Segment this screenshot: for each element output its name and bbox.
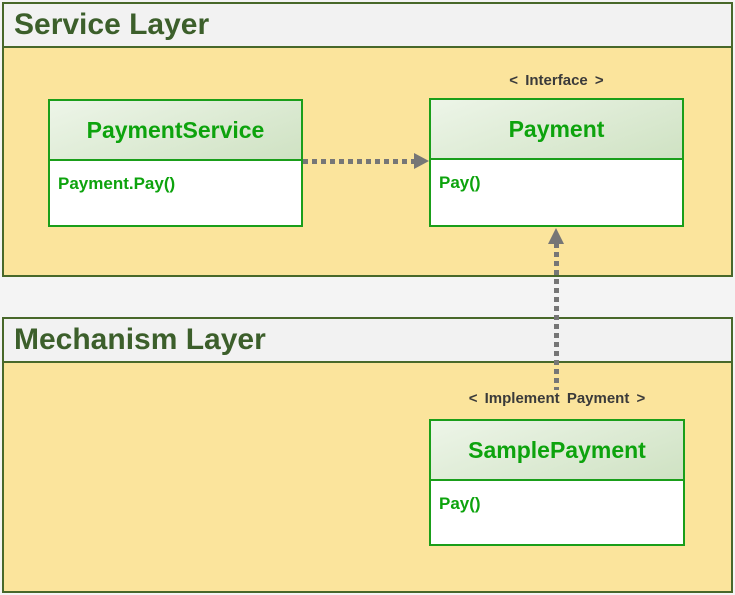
- class-samplepayment-header: SamplePayment: [431, 421, 683, 481]
- arrowhead-up-icon: [548, 228, 564, 244]
- class-samplepayment: SamplePayment Pay(): [429, 419, 685, 546]
- class-payment-body: Pay(): [431, 160, 682, 225]
- class-samplepayment-member: Pay(): [439, 494, 481, 513]
- class-payment: Payment Pay(): [429, 98, 684, 227]
- layer-service-header: Service Layer: [4, 4, 731, 48]
- class-payment-title: Payment: [508, 115, 605, 142]
- dependency-arrow-paymentservice-to-payment: [303, 153, 429, 169]
- class-samplepayment-title: SamplePayment: [468, 436, 646, 463]
- class-paymentservice-member: Payment.Pay(): [58, 174, 176, 193]
- class-paymentservice: PaymentService Payment.Pay(): [48, 99, 303, 227]
- layer-mechanism-title: Mechanism Layer: [14, 323, 266, 356]
- dotted-line: [303, 159, 416, 164]
- realization-arrow-samplepayment-to-payment: [548, 228, 565, 392]
- class-payment-member: Pay(): [439, 173, 481, 192]
- class-samplepayment-body: Pay(): [431, 481, 683, 544]
- stereotype-interface-label: < Interface >: [509, 72, 604, 89]
- class-paymentservice-body: Payment.Pay(): [50, 161, 301, 225]
- stereotype-implement-payment-label: < Implement Payment >: [468, 390, 646, 407]
- class-paymentservice-title: PaymentService: [86, 116, 265, 143]
- layer-service-title: Service Layer: [14, 8, 210, 41]
- dotted-line: [554, 243, 559, 390]
- layer-mechanism-header: Mechanism Layer: [4, 319, 731, 363]
- arrowhead-right-icon: [414, 153, 429, 169]
- class-payment-header: Payment: [431, 100, 682, 160]
- class-paymentservice-header: PaymentService: [50, 101, 301, 161]
